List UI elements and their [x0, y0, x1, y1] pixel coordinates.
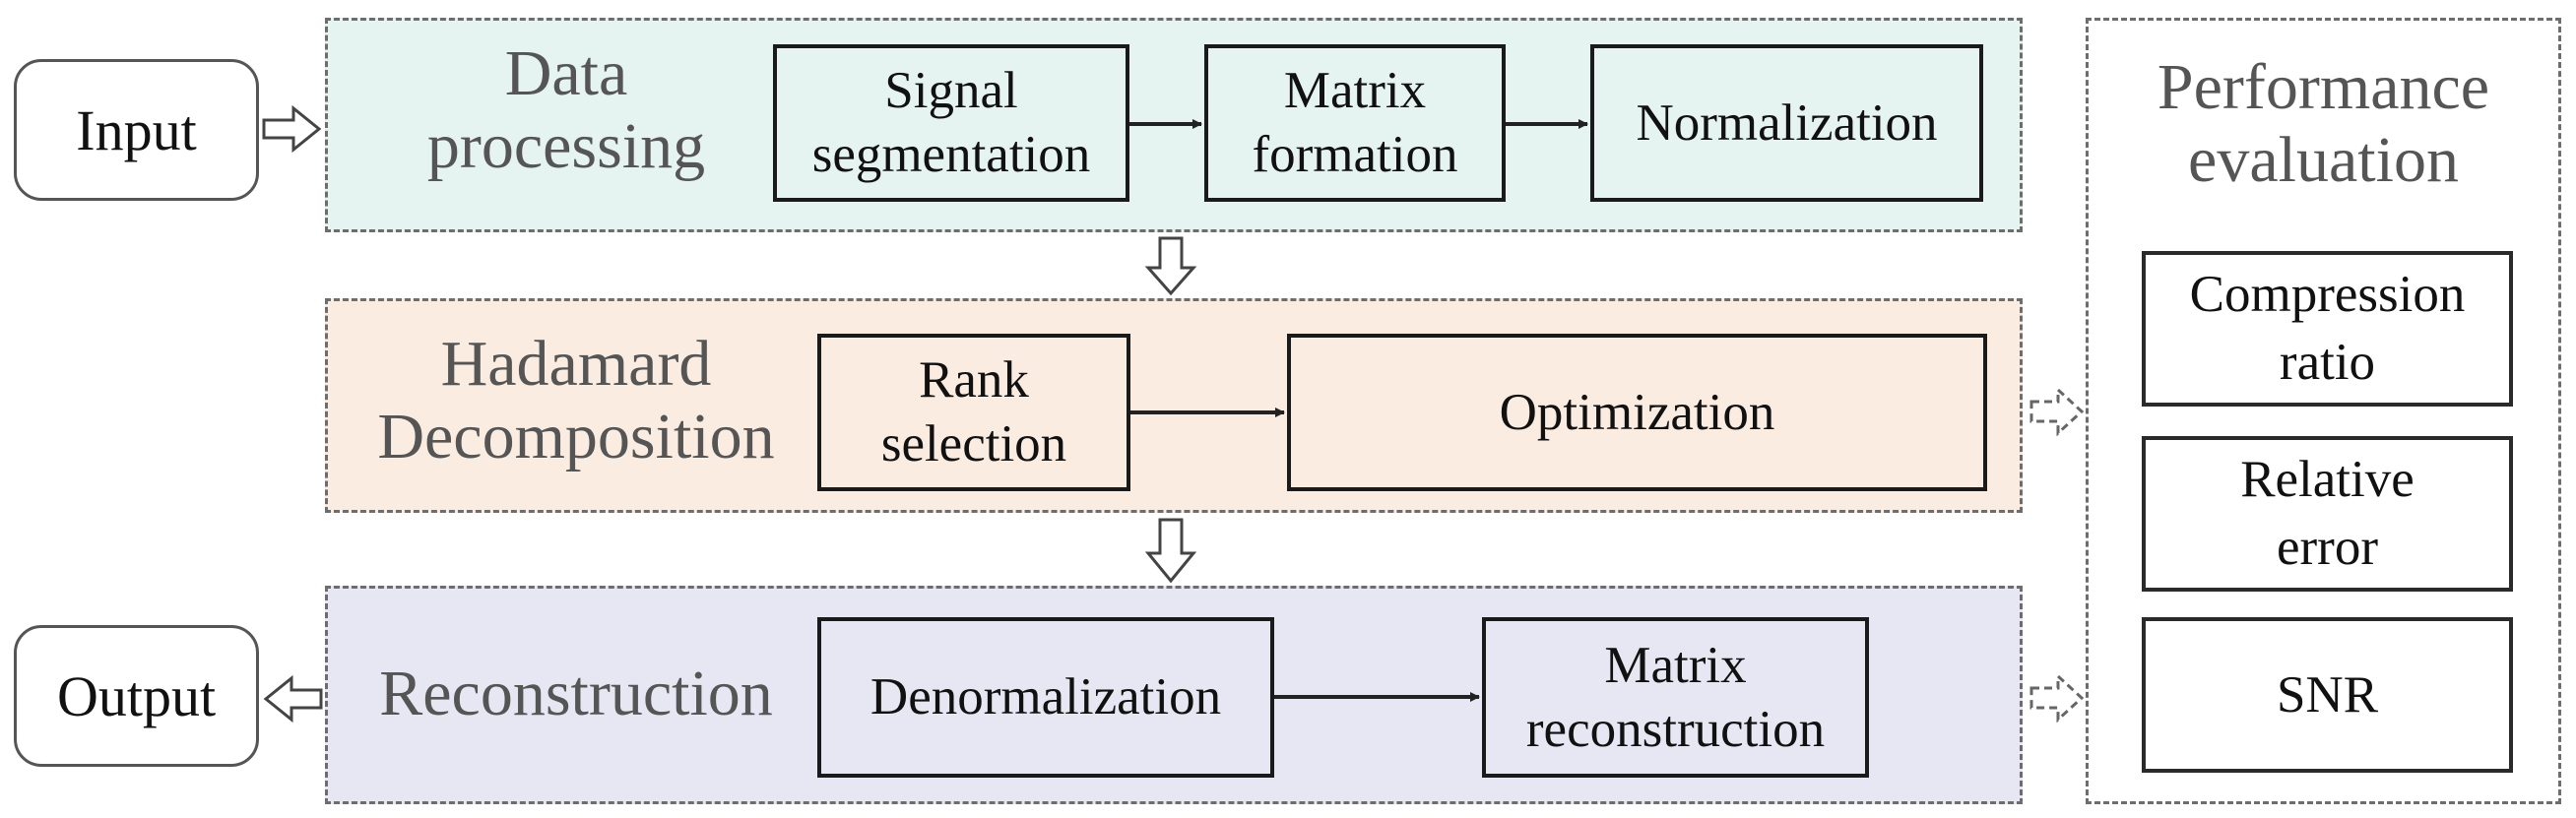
- performance-evaluation-title: Performance evaluation: [2157, 51, 2490, 196]
- snr-box: SNR: [2142, 617, 2513, 773]
- output-box: Output: [14, 625, 259, 767]
- rank-selection-box: Rank selection: [817, 334, 1130, 491]
- input-box: Input: [14, 59, 259, 201]
- data-processing-title: Data processing: [426, 37, 706, 182]
- optimization-box: Optimization: [1287, 334, 1987, 491]
- arrow-input-to-processing: [262, 104, 322, 154]
- arrow-hadamard-to-reconstruction: [1144, 518, 1197, 584]
- arrow-reconstruction-to-performance: [2029, 672, 2085, 724]
- compression-ratio-box: Compression ratio: [2142, 251, 2513, 407]
- matrix-formation-box: Matrix formation: [1204, 44, 1506, 202]
- relative-error-box: Relative error: [2142, 436, 2513, 592]
- reconstruction-panel: [325, 586, 2023, 804]
- arrow-hadamard-to-performance: [2029, 386, 2085, 437]
- denormalization-box: Denormalization: [817, 617, 1274, 778]
- hadamard-decomposition-title: Hadamard Decomposition: [377, 328, 775, 472]
- output-label: Output: [56, 663, 217, 728]
- input-label: Input: [76, 97, 197, 162]
- normalization-box: Normalization: [1590, 44, 1983, 202]
- matrix-reconstruction-box: Matrix reconstruction: [1482, 617, 1869, 778]
- arrow-processing-to-hadamard: [1144, 236, 1197, 296]
- reconstruction-title: Reconstruction: [379, 658, 773, 729]
- arrow-reconstruction-to-output: [263, 674, 323, 724]
- signal-segmentation-box: Signal segmentation: [773, 44, 1129, 202]
